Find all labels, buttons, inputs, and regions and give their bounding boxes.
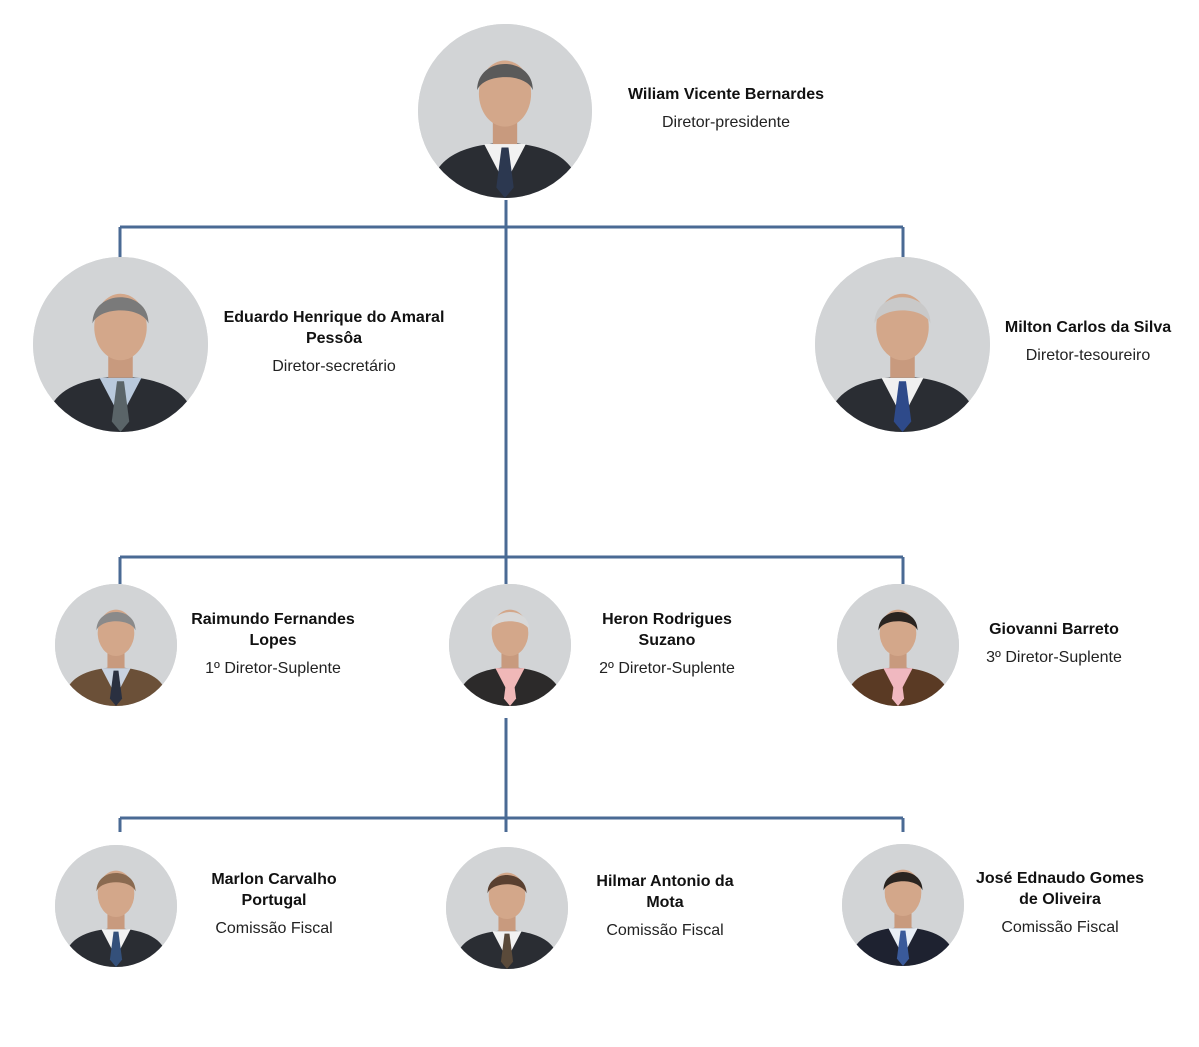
hair-shape <box>883 872 923 891</box>
member-role: Diretor-tesoureiro <box>1025 347 1151 364</box>
member-role: 1º Diretor-Suplente <box>205 660 341 677</box>
fiscal-2-photo <box>446 847 568 969</box>
person-photo-icon <box>55 845 177 967</box>
fiscal-2-label: Hilmar Antonio da Mota Comissão Fiscal <box>584 871 746 941</box>
tie-shape <box>109 670 123 706</box>
hair-shape <box>92 297 149 324</box>
member-name: Milton Carlos da Silva <box>1004 319 1172 336</box>
secretary-photo <box>33 257 208 432</box>
tie-shape <box>111 381 130 432</box>
person-photo-icon <box>449 584 571 706</box>
alternate-1-label: Raimundo Fernandes Lopes 1º Diretor-Supl… <box>182 609 364 679</box>
hair-shape <box>477 64 533 91</box>
member-role: Comissão Fiscal <box>606 922 724 939</box>
president-label: Wiliam Vicente Bernardes Diretor-preside… <box>606 84 846 133</box>
fiscal-3-label: José Ednaudo Gomes de Oliveira Comissão … <box>972 868 1148 938</box>
person-photo-icon <box>837 584 959 706</box>
fiscal-1-label: Marlon Carvalho Portugal Comissão Fiscal <box>194 869 354 939</box>
person-photo-icon <box>815 257 990 432</box>
tie-shape <box>500 933 514 969</box>
tie-shape <box>893 381 912 432</box>
connector-lines <box>118 200 905 832</box>
secretary-label: Eduardo Henrique do Amaral Pessôa Direto… <box>214 307 454 377</box>
treasurer-label: Milton Carlos da Silva Diretor-tesoureir… <box>996 317 1180 366</box>
tie-shape <box>896 930 910 966</box>
person-photo-icon <box>842 844 964 966</box>
tie-shape <box>503 670 517 706</box>
hair-shape <box>487 875 527 894</box>
tie-shape <box>109 931 123 967</box>
member-role: Diretor-presidente <box>661 114 791 131</box>
tie-shape <box>891 670 905 706</box>
hair-shape <box>878 612 918 631</box>
person-photo-icon <box>55 584 177 706</box>
member-role: Diretor-secretário <box>272 358 396 375</box>
member-name: José Ednaudo Gomes de Oliveira <box>975 870 1145 908</box>
member-name: Marlon Carvalho Portugal <box>211 871 337 909</box>
alternate-3-photo <box>837 584 959 706</box>
member-name: Wiliam Vicente Bernardes <box>627 86 825 103</box>
member-role: 2º Diretor-Suplente <box>599 660 735 677</box>
member-role: Comissão Fiscal <box>1001 919 1119 936</box>
tie-shape <box>496 147 514 198</box>
person-photo-icon <box>446 847 568 969</box>
person-photo-icon <box>33 257 208 432</box>
alternate-3-label: Giovanni Barreto 3º Diretor-Suplente <box>968 619 1140 668</box>
member-name: Eduardo Henrique do Amaral Pessôa <box>223 309 445 347</box>
person-photo-icon <box>418 24 592 198</box>
alternate-2-photo <box>449 584 571 706</box>
member-role: 3º Diretor-Suplente <box>986 649 1122 666</box>
hair-shape <box>96 612 136 631</box>
member-name: Heron Rodrigues Suzano <box>602 611 732 649</box>
member-name: Hilmar Antonio da Mota <box>596 873 734 911</box>
fiscal-1-photo <box>55 845 177 967</box>
alternate-2-label: Heron Rodrigues Suzano 2º Diretor-Suplen… <box>582 609 752 679</box>
fiscal-3-photo <box>842 844 964 966</box>
hair-shape <box>874 297 931 324</box>
treasurer-photo <box>815 257 990 432</box>
member-name: Raimundo Fernandes Lopes <box>191 611 355 649</box>
hair-shape <box>490 612 530 631</box>
alternate-1-photo <box>55 584 177 706</box>
member-role: Comissão Fiscal <box>215 920 333 937</box>
president-photo <box>418 24 592 198</box>
member-name: Giovanni Barreto <box>989 621 1119 638</box>
hair-shape <box>96 873 136 892</box>
